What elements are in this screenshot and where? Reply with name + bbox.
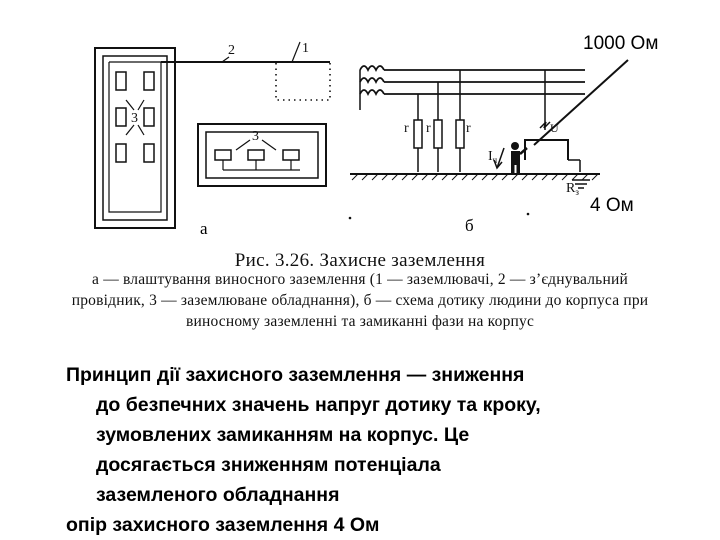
equipment-room-inner (205, 131, 319, 179)
label-num-2: 2 (228, 43, 235, 58)
main-text-line: Принцип дії захисного заземлення — зниже… (66, 364, 525, 386)
equipment-room-outer (197, 123, 327, 187)
main-text-line: заземленого обладнання (96, 484, 340, 506)
insulation-resistor (455, 119, 465, 149)
ground-electrode-loop (275, 61, 331, 101)
pointer-line (533, 59, 629, 146)
figure-caption-line: виносному заземленні та замиканні фази н… (185, 313, 535, 330)
main-text-line: опір захисного заземлення 4 Ом (66, 514, 380, 536)
transformer-coils (359, 65, 385, 97)
equipment-box (115, 143, 127, 163)
equipment-box (115, 71, 127, 91)
equipment-box (214, 149, 232, 161)
main-text-line: до безпечних значень напруг дотику та кр… (96, 394, 541, 416)
subfigure-label-b: б (465, 216, 474, 235)
main-text-line: зумовлених замиканням на корпус. Це (96, 424, 470, 446)
figure-caption-line: а — влаштування виносного заземлення (1 … (92, 271, 628, 288)
equipment-box (115, 107, 127, 127)
equipment-box (247, 149, 265, 161)
person-icon (511, 142, 528, 174)
figure-caption-title: Рис. 3.26. Захисне заземлення (234, 250, 486, 271)
resistance-label-4: 4 Ом (590, 195, 634, 216)
label-r2: r (426, 121, 431, 136)
inner-ground-loop (108, 61, 162, 213)
label-r3: r (466, 121, 471, 136)
label-num-1: 1 (302, 41, 309, 56)
insulation-resistor (413, 119, 423, 149)
insulation-resistor (433, 119, 443, 149)
equipment-box (143, 107, 155, 127)
equipment-case (524, 139, 569, 160)
equipment-box (282, 149, 300, 161)
equipment-box (143, 71, 155, 91)
main-text-line: досягається зниженням потенціала (96, 454, 441, 476)
label-rz: Rз (566, 181, 579, 197)
equipment-box (143, 143, 155, 163)
grounding-diagram: 2 1 3 3 r r r Iч U Rз (94, 41, 629, 229)
label-r1: r (404, 121, 409, 136)
ground-hatching (351, 173, 599, 181)
building-outer-wall (94, 47, 176, 229)
label-i: Iч (488, 149, 498, 165)
label-num-3b: 3 (252, 129, 259, 144)
current-arrow (496, 147, 505, 169)
building-inner-wall (102, 55, 168, 221)
main-text: Принцип дії захисного заземлення — зниже… (66, 360, 706, 540)
fault-spark-icon (539, 121, 551, 129)
resistance-label-1000: 1000 Ом (583, 33, 659, 54)
label-u: U (550, 121, 559, 135)
figure-caption-line: провідник, 3 — заземлюване обладнання), … (71, 292, 649, 309)
label-num-3a: 3 (131, 111, 138, 126)
subfigure-label-a: а (200, 219, 208, 238)
